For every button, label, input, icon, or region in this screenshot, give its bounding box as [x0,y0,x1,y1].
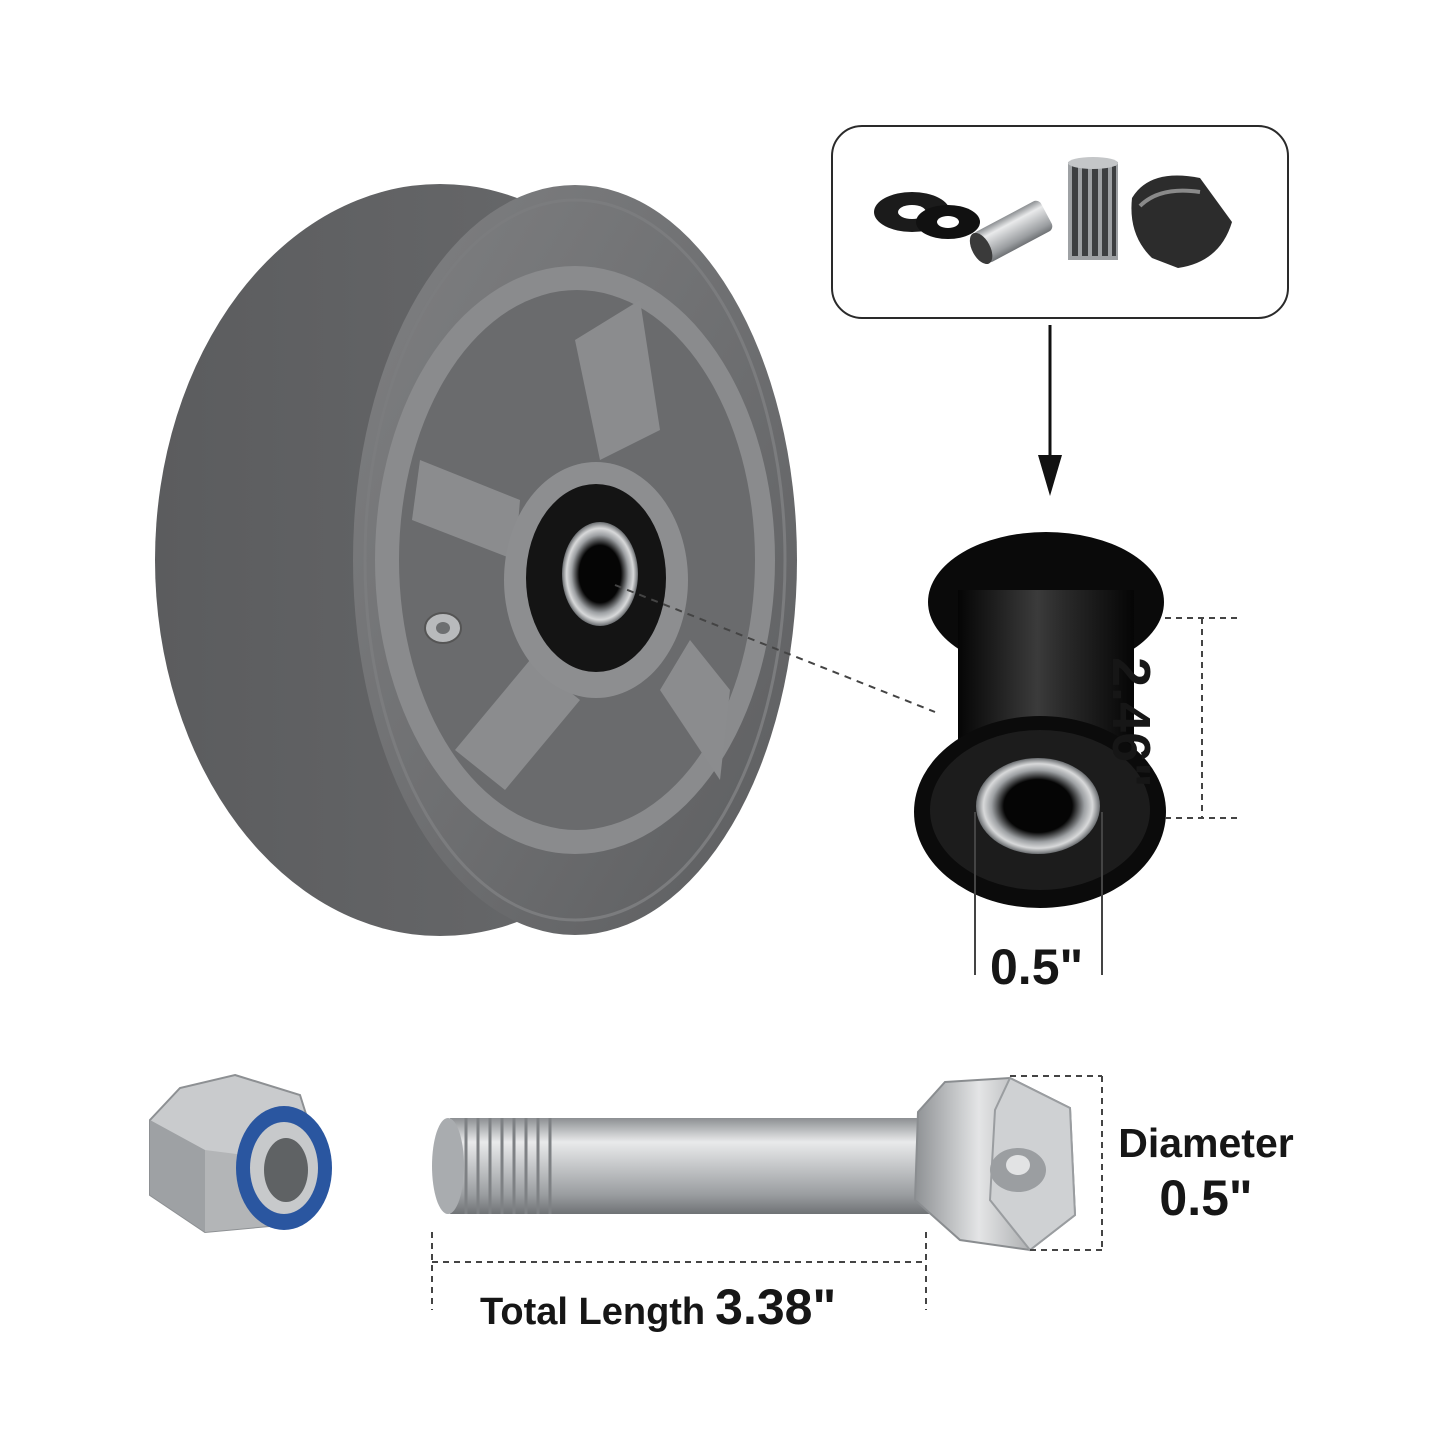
bearing-kit-panel [831,125,1289,319]
bearing-kit-image [874,157,1232,268]
diameter-dimension-lines [1010,1075,1103,1251]
axle-diameter-label: Diameter [1118,1120,1294,1166]
split-sleeve-icon [1131,175,1232,268]
bearing-height-label: 2.46" [1101,657,1161,788]
bore-dimension-lines [974,812,1103,975]
roller-bearing-icon [1068,157,1118,260]
axle-bore [562,522,638,626]
hub-spoke [660,640,730,780]
leader-line [614,584,936,713]
lock-nut-image [149,1073,332,1234]
flanged-bearing-image [914,532,1166,908]
hub-spoke [575,300,660,460]
bearing-bore [976,758,1100,854]
tire-edge [363,198,787,922]
hub-spoke [412,460,520,560]
axle-bolt-image [432,1076,1077,1252]
axle-length-value: 3.38" [715,1279,837,1335]
down-arrow-icon [1038,325,1062,496]
hub-spoke [455,660,580,790]
axle-diameter-callout: Diameter 0.5" [1108,1120,1304,1227]
spacer-sleeve-icon [969,200,1053,265]
bearing-bore-label: 0.5" [990,939,1084,995]
caster-wheel-image [155,184,797,936]
length-dimension-lines [431,1232,927,1310]
axle-diameter-value: 0.5" [1159,1170,1253,1226]
axle-length-label: Total Length [480,1291,706,1333]
height-dimension-lines [1165,617,1242,819]
grease-fitting-icon [424,612,462,644]
